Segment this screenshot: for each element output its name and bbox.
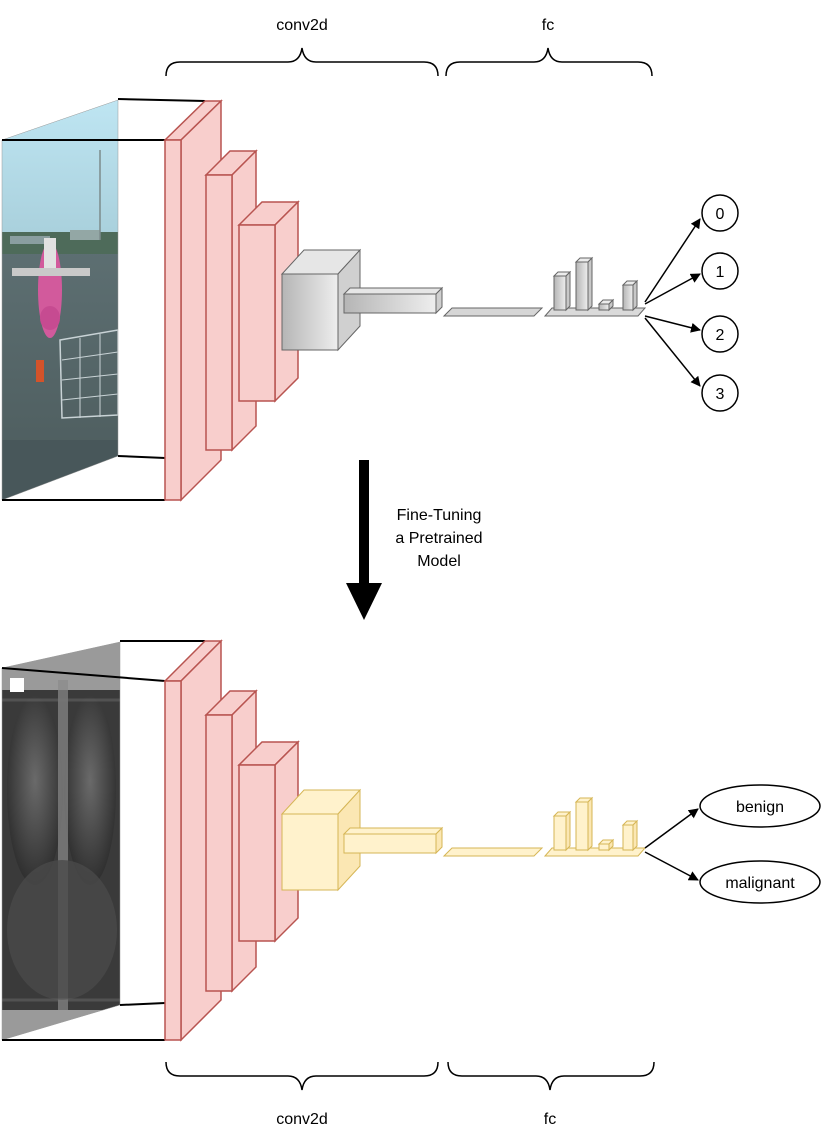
- input-image-bottom: [1, 641, 121, 1041]
- frustum-lines-bottom: [1, 640, 205, 1041]
- hist-bar-4-top: [621, 279, 639, 312]
- conv-layer-3-bottom: [237, 740, 300, 943]
- input-image-top: [1, 99, 119, 501]
- output-arrows-bottom: [644, 808, 699, 881]
- conv2d-brace-bottom: [165, 1061, 439, 1091]
- feature-cube-top: [280, 248, 362, 352]
- svg-text:1: 1: [716, 264, 725, 281]
- hist-bar-3-bottom: [597, 838, 615, 852]
- svg-text:0: 0: [716, 206, 725, 223]
- hist-bar-2-top: [574, 256, 594, 312]
- output-node-2: 2: [701, 315, 739, 353]
- fc-label-top: fc: [542, 17, 554, 34]
- output-node-0: 0: [701, 194, 739, 232]
- conv-layer-3-top: [237, 200, 300, 403]
- bottom-network: benign malignant conv2d fc: [1, 639, 821, 1128]
- conv2d-label-bottom: conv2d: [276, 1111, 328, 1128]
- fc-brace-top: [445, 47, 653, 77]
- conv2d-brace-top: [165, 47, 439, 77]
- output-node-1: 1: [701, 252, 739, 290]
- output-node-3: 3: [701, 374, 739, 412]
- fc-label-bottom: fc: [544, 1111, 556, 1128]
- fc-layer-top: [442, 307, 544, 317]
- conv2d-label-top: conv2d: [276, 17, 328, 34]
- svg-text:Fine-Tuning: Fine-Tuning: [397, 507, 482, 524]
- hist-bar-1-top: [552, 270, 572, 312]
- svg-text:Model: Model: [417, 553, 461, 570]
- svg-text:3: 3: [716, 386, 725, 403]
- svg-text:malignant: malignant: [725, 875, 795, 892]
- output-node-benign: benign: [699, 784, 821, 828]
- output-histogram-bottom: [543, 796, 647, 857]
- frustum-lines-top: [2, 98, 206, 501]
- output-arrows-top: [644, 218, 701, 387]
- output-histogram-top: [543, 256, 647, 317]
- fine-tuning-caption: Fine-Tuning a Pretrained Model: [395, 507, 482, 570]
- fc-layer-bottom: [442, 847, 544, 857]
- feature-cube-bottom: [280, 788, 362, 892]
- output-node-malignant: malignant: [699, 860, 821, 904]
- fine-tuning-arrow: [346, 460, 382, 620]
- top-network: conv2d fc: [1, 17, 739, 502]
- flatten-block-bottom: [342, 826, 444, 855]
- hist-bar-1-bottom: [552, 810, 572, 852]
- hist-bar-3-top: [597, 298, 615, 312]
- hist-bar-4-bottom: [621, 819, 639, 852]
- hist-bar-2-bottom: [574, 796, 594, 852]
- fc-brace-bottom: [447, 1061, 655, 1091]
- svg-text:2: 2: [716, 327, 725, 344]
- flatten-block-top: [342, 286, 444, 315]
- svg-text:a Pretrained: a Pretrained: [395, 530, 482, 547]
- svg-text:benign: benign: [736, 799, 784, 816]
